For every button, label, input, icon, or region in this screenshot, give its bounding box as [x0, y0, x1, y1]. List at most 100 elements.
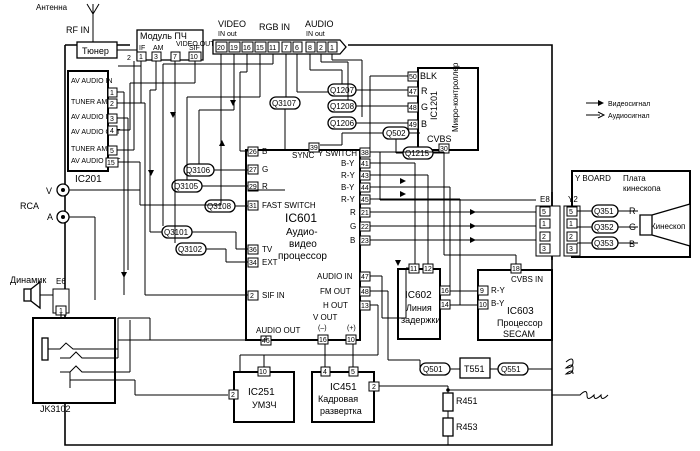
q1208: Q1208	[327, 99, 357, 113]
ic601-l4: процессор	[278, 251, 327, 262]
ic451-block	[311, 371, 375, 423]
svg-text:16: 16	[319, 337, 327, 344]
if-module-title: Модуль ПЧ	[140, 31, 187, 41]
svg-text:47: 47	[409, 89, 417, 96]
signal-arrows	[121, 100, 476, 278]
ic601-audio-out: AUDIO OUT	[256, 326, 301, 335]
svg-text:3: 3	[110, 116, 114, 123]
svg-text:10: 10	[259, 369, 267, 376]
legend-audio: Аудиосигнал	[608, 113, 650, 120]
if-module-sif: SIF	[189, 45, 200, 52]
svg-text:11: 11	[410, 266, 417, 273]
svg-text:10: 10	[190, 54, 198, 61]
crt-label: Кинескоп	[651, 222, 685, 231]
svg-text:Q1215: Q1215	[405, 149, 430, 158]
ic601-block	[245, 149, 361, 341]
y-board-pins: 5 1 2 3 5 1 2 3	[535, 205, 581, 257]
q3102: Q3102	[175, 242, 207, 256]
svg-text:TV: TV	[262, 245, 273, 254]
svg-text:1: 1	[59, 308, 63, 315]
q551: Q551	[497, 362, 529, 376]
crt-tube	[639, 203, 691, 247]
svg-text:1: 1	[139, 54, 143, 61]
q501: Q501	[419, 362, 451, 376]
svg-text:B: B	[350, 236, 355, 245]
ic601-sync: SYNC	[292, 151, 314, 160]
connector-audio-label: AUDIO	[305, 19, 334, 29]
svg-text:Q353: Q353	[594, 239, 614, 248]
svg-text:45: 45	[361, 197, 369, 204]
ic1201-pins: 50 BLK 47 R 48 G 49 B CVBS 30	[407, 71, 452, 154]
svg-text:Q501: Q501	[423, 365, 443, 374]
speaker-label: Динамик	[10, 275, 46, 285]
t551-block	[459, 357, 491, 379]
ic1201-label: IC1201	[429, 91, 439, 120]
horizontal-yoke-coil-icon	[564, 358, 574, 375]
rca-label: RCA	[20, 201, 39, 211]
q352: Q352	[591, 220, 619, 234]
svg-text:Q502: Q502	[386, 129, 406, 138]
svg-text:5: 5	[351, 369, 355, 376]
rca-jack-v-icon	[56, 183, 70, 197]
svg-text:49: 49	[409, 122, 417, 129]
headphone-jack-icon	[41, 337, 100, 388]
r451-label: R451	[456, 396, 478, 406]
ic251-sub: УМЗЧ	[252, 400, 276, 410]
svg-text:Y SWITCH: Y SWITCH	[318, 149, 357, 158]
svg-text:CVBS: CVBS	[427, 134, 452, 144]
svg-text:39: 39	[310, 145, 318, 152]
svg-text:B-Y: B-Y	[341, 159, 355, 168]
svg-text:21: 21	[361, 210, 369, 217]
svg-text:34: 34	[249, 260, 257, 267]
svg-text:8: 8	[308, 45, 312, 52]
rca-a-label: A	[47, 212, 53, 222]
y-board-e8: E8	[540, 195, 550, 204]
ic201-label: IC201	[75, 174, 102, 185]
ic602-label: IC602	[405, 290, 432, 301]
if-module-pins: 1 3 7 10	[136, 51, 202, 62]
q3101: Q3101	[161, 225, 193, 239]
ic451-l3: развертка	[320, 406, 362, 416]
svg-text:AV AUDIO OUT: AV AUDIO OUT	[71, 158, 121, 165]
svg-text:22: 22	[361, 224, 369, 231]
t551-label: T551	[464, 364, 485, 374]
connector-rgb-label: RGB IN	[259, 22, 290, 32]
svg-text:R: R	[262, 182, 268, 191]
svg-text:G: G	[350, 222, 356, 231]
svg-text:AV AUDIO OUT: AV AUDIO OUT	[71, 129, 121, 136]
ic601-right-pins: Y SWITCH 38 B-Y 41 R-Y 43 B-Y 44 R-Y 45 …	[317, 147, 371, 311]
q353: Q353	[591, 236, 619, 250]
ic451-label: IC451	[330, 382, 357, 393]
q351: Q351	[591, 204, 619, 218]
svg-text:SIF IN: SIF IN	[262, 291, 285, 300]
ic601-v-out: V OUT	[313, 313, 338, 322]
rca-jack-a-icon	[56, 210, 70, 224]
rf-in-label: RF IN	[66, 25, 90, 35]
ic603-cvbs: CVBS IN	[511, 275, 543, 284]
svg-text:BLK: BLK	[420, 71, 437, 81]
svg-text:1: 1	[542, 221, 546, 228]
svg-text:2: 2	[231, 392, 235, 399]
ic251-block	[233, 371, 295, 423]
svg-text:7: 7	[284, 45, 288, 52]
svg-text:11: 11	[269, 45, 276, 52]
q3105: Q3105	[171, 179, 203, 193]
svg-text:Q3108: Q3108	[207, 202, 232, 211]
svg-text:46: 46	[262, 338, 270, 345]
svg-text:5: 5	[569, 209, 573, 216]
svg-text:Q1207: Q1207	[330, 86, 355, 95]
svg-text:15: 15	[107, 160, 115, 167]
legend-video: Видеосигнал	[608, 101, 650, 108]
speaker-icon	[23, 280, 41, 310]
svg-text:47: 47	[361, 274, 369, 281]
svg-text:1: 1	[569, 221, 573, 228]
svg-text:G: G	[262, 165, 268, 174]
y-board-leads	[577, 210, 638, 244]
ic601-v-out-plus: (+)	[347, 325, 356, 332]
svg-text:TUNER AM: TUNER AM	[71, 99, 107, 106]
svg-text:5: 5	[542, 209, 546, 216]
vertical-yoke-coil-icon	[552, 391, 609, 399]
svg-text:Q351: Q351	[594, 207, 614, 216]
svg-text:H OUT: H OUT	[323, 301, 348, 310]
q1207: Q1207	[327, 83, 357, 97]
